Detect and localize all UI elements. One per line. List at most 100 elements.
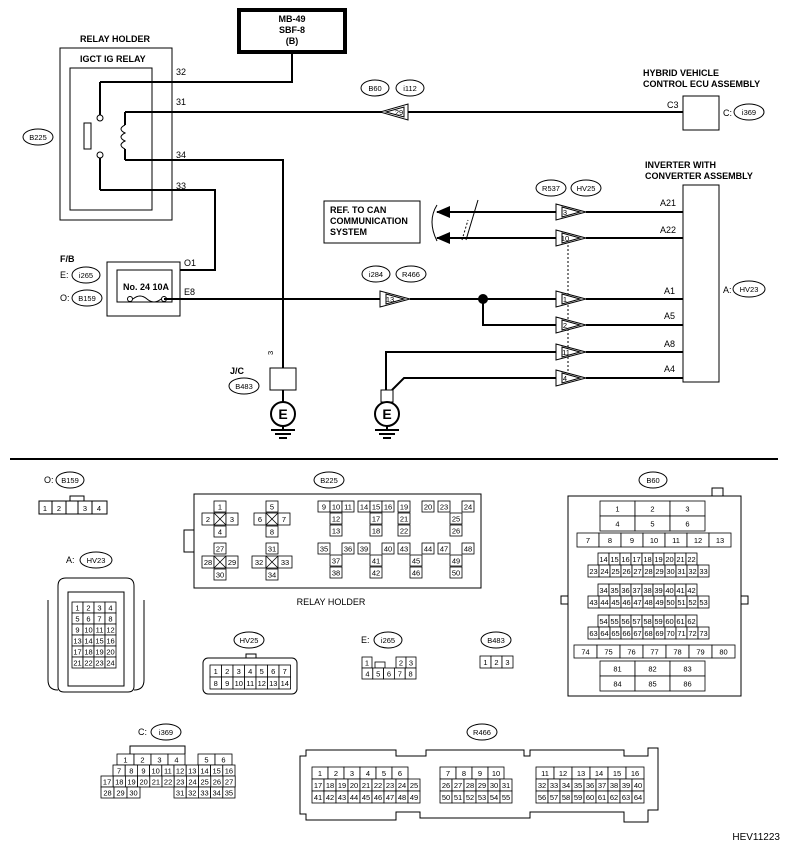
svg-text:81: 81 — [613, 665, 621, 674]
pin-53: 53 — [697, 595, 710, 609]
pin-35: 35 — [317, 542, 331, 555]
svg-text:32: 32 — [688, 567, 696, 576]
svg-text:9: 9 — [225, 679, 229, 688]
pin-19: 19 — [652, 552, 665, 566]
pin-15: 15 — [369, 500, 383, 513]
svg-text:37: 37 — [332, 557, 340, 566]
svg-text:61: 61 — [598, 793, 606, 802]
svg-text:5: 5 — [260, 667, 264, 676]
svg-text:24: 24 — [464, 503, 472, 512]
pin-34: 34 — [210, 786, 224, 799]
pin-1: 1 — [599, 500, 636, 517]
svg-text:13: 13 — [332, 527, 340, 536]
svg-text:4: 4 — [563, 374, 567, 383]
pin-33: 33 — [697, 564, 710, 578]
svg-text:21: 21 — [400, 515, 408, 524]
pin-41: 41 — [369, 554, 383, 567]
pin-34: 34 — [265, 568, 279, 581]
svg-text:65: 65 — [611, 629, 619, 638]
svg-text:5: 5 — [382, 769, 386, 778]
pin-21: 21 — [71, 656, 84, 669]
svg-text:41: 41 — [314, 793, 322, 802]
inverter-title-2: CONVERTER ASSEMBLY — [645, 171, 753, 181]
svg-text:1: 1 — [75, 604, 79, 613]
pin-61: 61 — [674, 614, 687, 628]
svg-text:14: 14 — [200, 767, 208, 776]
pin-64: 64 — [631, 790, 645, 804]
svg-text:19: 19 — [127, 778, 135, 787]
pin-43: 43 — [397, 542, 411, 555]
a21-label: A21 — [660, 198, 676, 208]
pin-5: 5 — [265, 500, 279, 513]
svg-text:B483: B483 — [235, 382, 253, 391]
svg-text:3: 3 — [97, 604, 101, 613]
svg-text:39: 39 — [360, 545, 368, 554]
svg-text:12: 12 — [332, 515, 340, 524]
svg-text:i265: i265 — [79, 271, 93, 280]
pin-21: 21 — [359, 778, 373, 792]
svg-text:E: E — [382, 406, 391, 422]
pin-55: 55 — [608, 614, 621, 628]
svg-text:59: 59 — [574, 793, 582, 802]
pin-26: 26 — [210, 775, 224, 788]
hv23-tag: HV23 — [732, 280, 766, 298]
pin-4: 4 — [167, 753, 186, 766]
svg-text:27: 27 — [633, 567, 641, 576]
pin-31: 31 — [675, 564, 688, 578]
svg-text:27: 27 — [225, 778, 233, 787]
pin-27: 27 — [222, 775, 236, 788]
svg-text:6: 6 — [258, 515, 262, 524]
pin-28: 28 — [100, 786, 115, 799]
pin-79: 79 — [688, 644, 713, 659]
pin-3: 3 — [501, 655, 514, 669]
pin-46: 46 — [409, 566, 423, 579]
svg-text:11: 11 — [96, 626, 104, 635]
pin-14: 14 — [82, 634, 95, 647]
pin-13: 13 — [185, 764, 199, 777]
svg-text:27: 27 — [454, 781, 462, 790]
svg-text:3: 3 — [505, 658, 509, 667]
b159-conn-tag: B159 — [55, 471, 85, 489]
hv-ecu-box — [682, 95, 720, 131]
pin-8: 8 — [598, 532, 622, 548]
svg-text:16: 16 — [106, 637, 114, 646]
pin-3: 3 — [669, 500, 706, 517]
i265-tag: i265 — [71, 266, 101, 284]
svg-text:33: 33 — [550, 781, 558, 790]
pin-33-label: 33 — [176, 181, 186, 191]
pin-28: 28 — [642, 564, 655, 578]
pin-12: 12 — [329, 512, 343, 525]
c3-pin-label: C3 — [667, 100, 679, 110]
connector-10-symbol: 10 — [555, 229, 588, 247]
svg-text:16: 16 — [225, 767, 233, 776]
svg-text:38: 38 — [643, 586, 651, 595]
pin-11: 11 — [93, 623, 106, 636]
pin-54: 54 — [597, 614, 610, 628]
pin-25: 25 — [198, 775, 212, 788]
pin-24: 24 — [461, 500, 475, 513]
o1-label: O1 — [184, 258, 196, 268]
svg-text:R537: R537 — [542, 184, 560, 193]
pin-7: 7 — [278, 664, 291, 678]
pin-66: 66 — [620, 626, 633, 640]
svg-text:8: 8 — [214, 679, 218, 688]
pin-21: 21 — [149, 775, 163, 788]
svg-text:50: 50 — [452, 569, 460, 578]
svg-text:25: 25 — [410, 781, 418, 790]
svg-text:21: 21 — [152, 778, 160, 787]
pin-23: 23 — [383, 778, 397, 792]
hv23-conn-label: A: — [66, 555, 75, 565]
svg-text:3: 3 — [83, 504, 87, 513]
svg-text:37: 37 — [632, 586, 640, 595]
pin-69: 69 — [653, 626, 666, 640]
svg-text:76: 76 — [627, 648, 635, 657]
pin-2: 2 — [82, 601, 95, 614]
pin-9: 9 — [71, 623, 84, 636]
svg-text:56: 56 — [538, 793, 546, 802]
pin-38: 38 — [641, 583, 654, 597]
pin-16: 16 — [381, 500, 395, 513]
svg-text:38: 38 — [332, 569, 340, 578]
b159-connector: 1 2 3 4 — [38, 495, 108, 515]
svg-text:3: 3 — [685, 505, 689, 514]
pin-29: 29 — [475, 778, 489, 792]
